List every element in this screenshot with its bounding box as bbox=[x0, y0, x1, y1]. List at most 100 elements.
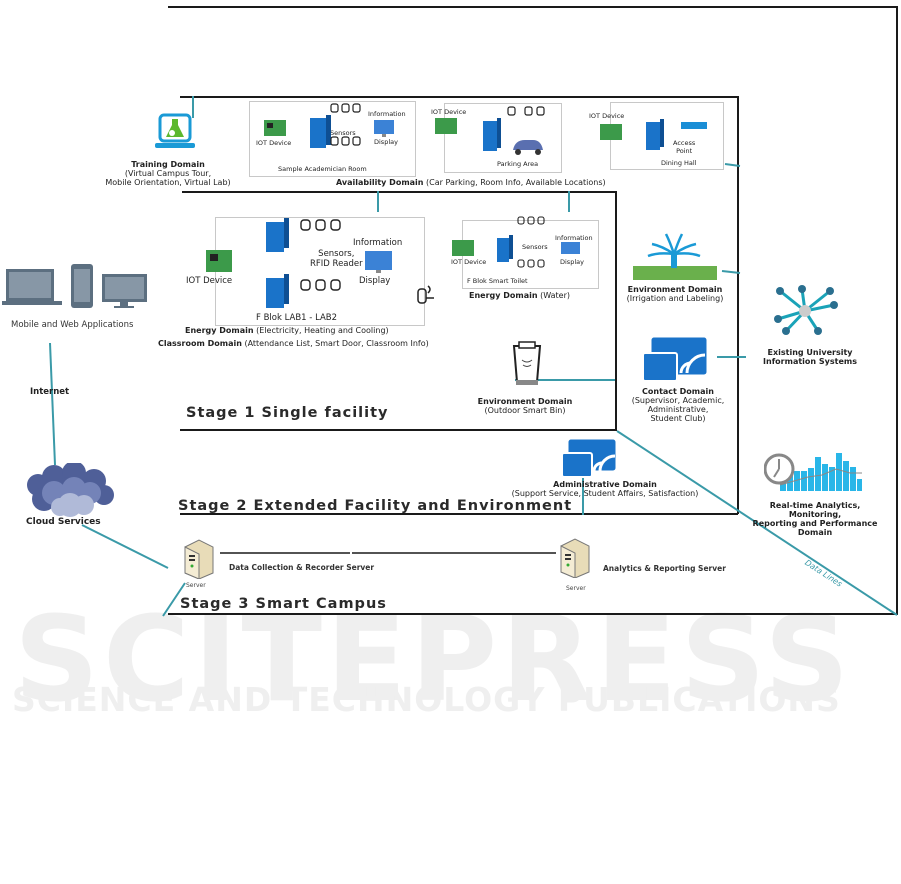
lab-energy-domain-label: Energy Domain (Electricity, Heating and … bbox=[185, 326, 389, 335]
internet-label: Internet bbox=[30, 387, 70, 397]
energy-domain-name: Energy Domain bbox=[469, 291, 538, 300]
environment-domain-name: Environment Domain bbox=[627, 285, 723, 294]
training-domain-label: Training Domain (Virtual Campus Tour, Mo… bbox=[88, 160, 248, 187]
energy-domain-name: Energy Domain bbox=[185, 326, 254, 335]
room-academician: IOT Device Sensors Information Display S… bbox=[249, 101, 416, 177]
screen-cast-icon bbox=[643, 336, 708, 382]
display-label: Display bbox=[359, 276, 391, 286]
stage1-frame-top bbox=[182, 191, 616, 193]
smart-bin-icon bbox=[512, 341, 542, 385]
analytics-domain-label: Real-time Analytics, Monitoring, Reporti… bbox=[750, 501, 880, 537]
analytics-domain-line4: Domain bbox=[797, 528, 833, 537]
stage2-frame-right bbox=[737, 96, 739, 514]
room-title: Parking Area bbox=[497, 160, 539, 168]
iot-device-label: IOT Device bbox=[451, 258, 487, 266]
sensors-line2: RFID Reader bbox=[310, 259, 363, 269]
analytics-domain-line3: Reporting and Performance bbox=[752, 519, 878, 528]
classroom-domain-name: Classroom Domain bbox=[158, 339, 242, 348]
sensors-label: Sensors bbox=[522, 243, 548, 251]
administrative-domain-desc: (Support Service, Student Affairs, Satis… bbox=[511, 489, 699, 498]
contact-domain-desc3: Student Club) bbox=[650, 414, 706, 423]
availability-domain-name: Availability Domain bbox=[336, 178, 424, 187]
iot-device-label: IOT Device bbox=[589, 112, 625, 120]
iot-device-label: IOT Device bbox=[256, 139, 292, 147]
cloud-services-label: Cloud Services bbox=[26, 517, 101, 527]
screen-cast-icon bbox=[562, 438, 617, 478]
contact-domain-name: Contact Domain bbox=[642, 387, 714, 396]
lab-room: IOT Device Sensors, RFID Reader Informat… bbox=[186, 217, 425, 326]
lab-title: F Blok LAB1 - LAB2 bbox=[256, 313, 338, 323]
clock-chart-icon bbox=[764, 453, 862, 491]
server-tower-icon bbox=[560, 538, 590, 578]
stage2-label: Stage 2 Extended Facility and Environmen… bbox=[178, 498, 573, 514]
administrative-domain-label: Administrative Domain (Support Service, … bbox=[495, 480, 715, 498]
sprinkler-grass-icon bbox=[633, 233, 717, 280]
sensors-line1: Sensors, bbox=[318, 249, 355, 259]
existing-systems-line1: Existing University bbox=[767, 348, 853, 357]
room-dining: IOT Device Access Point Dining Hall bbox=[589, 102, 724, 170]
existing-systems-label: Existing University Information Systems bbox=[755, 348, 865, 366]
outer-frame-top bbox=[168, 6, 898, 8]
laptop-flask-icon bbox=[155, 113, 195, 148]
stage1-frame-bottom bbox=[180, 429, 617, 431]
analytics-server-label: Analytics & Reporting Server bbox=[603, 564, 726, 573]
data-lines-label: Data Lines bbox=[803, 558, 844, 589]
contact-domain-desc1: (Supervisor, Academic, bbox=[631, 396, 725, 405]
access-point-line1: Access bbox=[673, 139, 696, 147]
contact-domain-desc2: Administrative, bbox=[647, 405, 709, 414]
access-point-label: Access Point bbox=[673, 139, 695, 155]
access-point-line2: Point bbox=[676, 147, 693, 155]
apps-label: Mobile and Web Applications bbox=[11, 320, 134, 330]
training-domain-name: Training Domain bbox=[131, 160, 205, 169]
outer-frame-right bbox=[896, 6, 898, 614]
analytics-domain-line2: Monitoring, bbox=[788, 510, 842, 519]
display-label: Display bbox=[374, 138, 398, 146]
apps-internet-link bbox=[49, 342, 56, 466]
stage3-label: Stage 3 Smart Campus bbox=[180, 596, 387, 612]
room-parking: IOT Device Parking Area bbox=[431, 103, 562, 173]
analytics-domain-line1: Real-time Analytics, bbox=[769, 501, 861, 510]
watermark-subtitle: SCIENCE AND TECHNOLOGY PUBLICATIONS bbox=[12, 680, 841, 719]
network-hub-icon bbox=[774, 285, 838, 335]
environment-domain-desc: (Irrigation and Labeling) bbox=[626, 294, 724, 303]
environment-bin-label: Environment Domain (Outdoor Smart Bin) bbox=[470, 397, 580, 415]
server-caption: Server bbox=[186, 582, 206, 589]
room-title: Dining Hall bbox=[661, 159, 697, 167]
iot-device-label: IOT Device bbox=[431, 108, 467, 116]
classroom-domain-label: Classroom Domain (Attendance List, Smart… bbox=[158, 339, 429, 348]
stage1-label: Stage 1 Single facility bbox=[186, 405, 389, 421]
energy-domain-desc: (Water) bbox=[537, 291, 571, 300]
cloud-server-link bbox=[81, 524, 169, 569]
environment-irrigation-label: Environment Domain (Irrigation and Label… bbox=[615, 285, 735, 303]
environment-domain-desc: (Outdoor Smart Bin) bbox=[484, 406, 566, 415]
existing-systems-line2: Information Systems bbox=[763, 357, 857, 366]
training-domain-desc2: Mobile Orientation, Virtual Lab) bbox=[105, 178, 231, 187]
display-label: Display bbox=[560, 258, 584, 266]
stage2-frame-bottom bbox=[180, 513, 738, 515]
stage1-frame-right bbox=[615, 191, 617, 430]
room-title: Sample Academician Room bbox=[278, 165, 367, 173]
iot-device-label: IOT Device bbox=[186, 276, 233, 286]
toilet-room: IOT Device Sensors Information Display F… bbox=[451, 220, 599, 289]
sensors-label: Sensors bbox=[330, 129, 356, 137]
information-label: Information bbox=[368, 110, 406, 118]
toilet-energy-domain-label: Energy Domain (Water) bbox=[469, 291, 570, 300]
server-tower-icon bbox=[184, 539, 214, 579]
stage2-frame-top bbox=[180, 96, 738, 98]
devices-icon bbox=[2, 264, 147, 308]
cloud-icon bbox=[27, 463, 114, 517]
environment-domain-name: Environment Domain bbox=[477, 397, 573, 406]
administrative-domain-name: Administrative Domain bbox=[553, 480, 657, 489]
energy-domain-desc: (Electricity, Heating and Cooling) bbox=[253, 326, 389, 335]
sensors-rfid-label: Sensors, RFID Reader bbox=[310, 249, 363, 269]
availability-domain-label: Availability Domain (Car Parking, Room I… bbox=[336, 178, 606, 187]
toilet-title: F Blok Smart Toilet bbox=[467, 277, 528, 285]
training-domain-desc1: (Virtual Campus Tour, bbox=[124, 169, 212, 178]
information-label: Information bbox=[353, 238, 403, 248]
contact-domain-label: Contact Domain (Supervisor, Academic, Ad… bbox=[618, 387, 738, 423]
information-label: Information bbox=[555, 234, 593, 242]
classroom-domain-desc: (Attendance List, Smart Door, Classroom … bbox=[241, 339, 429, 348]
outer-frame-bottom bbox=[168, 613, 898, 615]
collection-server-label: Data Collection & Recorder Server bbox=[229, 563, 375, 572]
server-caption: Server bbox=[566, 585, 586, 592]
